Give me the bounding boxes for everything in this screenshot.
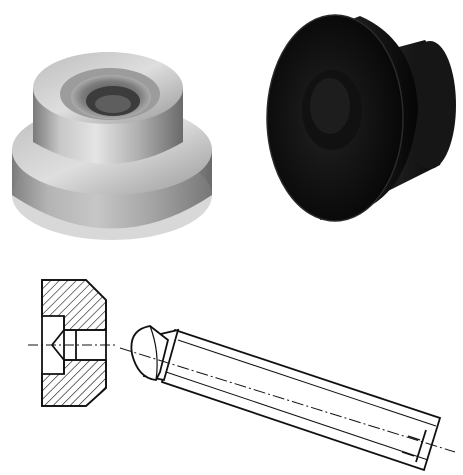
cross-section-drawing <box>28 279 118 407</box>
steel-washer-photo <box>12 52 212 240</box>
pressure-screw-drawing <box>119 325 456 472</box>
black-washer-photo <box>266 14 456 222</box>
